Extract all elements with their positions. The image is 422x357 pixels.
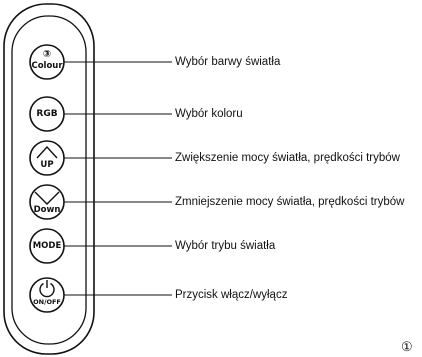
rgb-button-label: RGB [36,109,58,119]
onoff-button[interactable] [29,277,65,313]
colour-button-number: ③ [42,49,52,60]
onoff-button-label: ON/OFF [33,298,61,306]
chevron-up-icon [36,145,58,159]
label-on-off: Przycisk włącz/wyłącz [175,289,288,301]
label-color-choice: Wybór koloru [175,108,243,120]
mode-button-label: MODE [32,241,62,251]
rgb-button[interactable] [29,96,65,132]
down-button[interactable] [29,184,65,220]
up-button[interactable] [29,140,65,176]
chevron-down-icon [34,191,60,205]
corner-mark: ① [401,339,413,354]
remote-outline [3,3,95,355]
up-button-label: UP [40,160,54,170]
label-decrease-power: Zmniejszenie mocy światła, prędkości try… [175,196,405,208]
mode-button[interactable] [29,228,65,264]
label-colour-selection: Wybór barwy światła [175,56,281,68]
down-button-label: Down [33,205,61,215]
remote-inner-outline [11,15,87,345]
label-increase-power: Zwiększenie mocy światła, prędkości tryb… [175,152,400,164]
colour-button-label: Colour [31,61,63,71]
colour-button[interactable] [29,44,65,80]
label-mode-selection: Wybór trybu światła [175,240,276,252]
power-icon [39,280,55,298]
